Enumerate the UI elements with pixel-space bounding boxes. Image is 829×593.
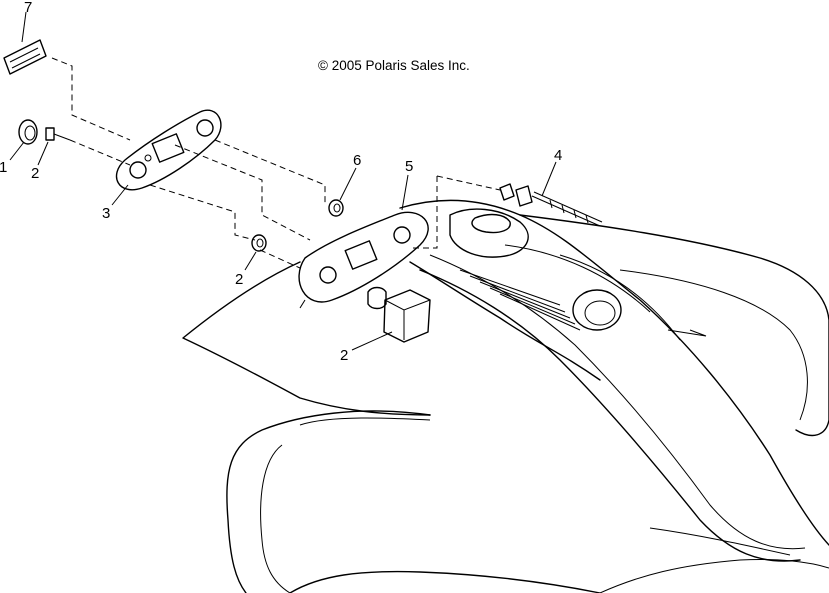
copyright-text: © 2005 Polaris Sales Inc. xyxy=(318,58,470,73)
screw-4 xyxy=(499,183,603,227)
callout-2-left: 2 xyxy=(31,165,39,182)
mounting-plate-5 xyxy=(298,211,429,309)
lens-7 xyxy=(3,39,47,75)
rear-fender xyxy=(182,199,829,593)
nut-6 xyxy=(328,199,344,217)
bracket-3 xyxy=(115,109,222,191)
leader-lines xyxy=(9,11,557,351)
callouts: 1 2 3 7 6 5 4 2 2 xyxy=(0,0,562,364)
bulb-2-left xyxy=(45,127,71,141)
connector-2-lower xyxy=(367,286,431,343)
callout-1: 1 xyxy=(0,159,7,176)
nut-2-center xyxy=(251,234,267,252)
callout-2-center: 2 xyxy=(235,271,243,288)
callout-3: 3 xyxy=(102,205,110,222)
callout-4: 4 xyxy=(554,147,562,164)
callout-5: 5 xyxy=(405,158,413,175)
socket-1 xyxy=(18,119,38,145)
assembly-lines xyxy=(51,57,501,269)
callout-7: 7 xyxy=(24,0,32,16)
callout-6: 6 xyxy=(353,152,361,169)
callout-2-lower: 2 xyxy=(340,347,348,364)
